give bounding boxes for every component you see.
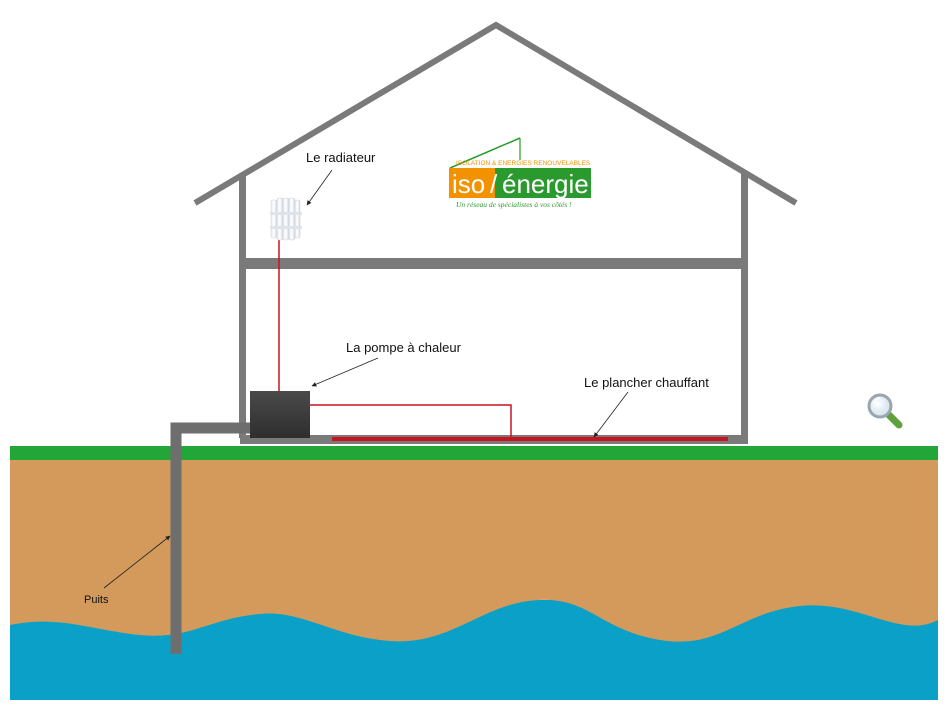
radiator-icon [270, 197, 302, 241]
heat-pump-leader [311, 357, 379, 387]
svg-text:/: / [490, 169, 498, 199]
logo-slogan: Un réseau de spécialistes à vos côtés ! [456, 200, 572, 209]
well-pipe [170, 422, 252, 654]
label-radiator: Le radiateur [306, 150, 376, 165]
pump-to-floor-pipe [310, 404, 512, 440]
magnifier-icon[interactable] [866, 392, 904, 430]
logo-tagline-top: ISOLATION & ENERGIES RENOUVELABLES [456, 160, 591, 167]
logo-brand-right: énergie [502, 169, 589, 199]
well-leader [103, 535, 171, 589]
label-floor-heating: Le plancher chauffant [584, 375, 709, 390]
radiator-leader [306, 169, 333, 206]
isoenergie-logo: ISOLATION & ENERGIES RENOUVELABLES iso /… [449, 137, 591, 209]
soil-layer [10, 458, 938, 642]
grass-strip [10, 446, 938, 460]
label-heat-pump: La pompe à chaleur [346, 340, 461, 355]
floor-heating-leader [593, 391, 629, 438]
logo-brand-left: iso [452, 169, 485, 199]
house-mid-floor [240, 258, 748, 269]
house-right-wall [741, 174, 748, 438]
label-well: Puits [84, 594, 109, 606]
heat-pump [250, 391, 310, 438]
house-roof [193, 21, 798, 206]
house-left-wall [239, 174, 246, 438]
